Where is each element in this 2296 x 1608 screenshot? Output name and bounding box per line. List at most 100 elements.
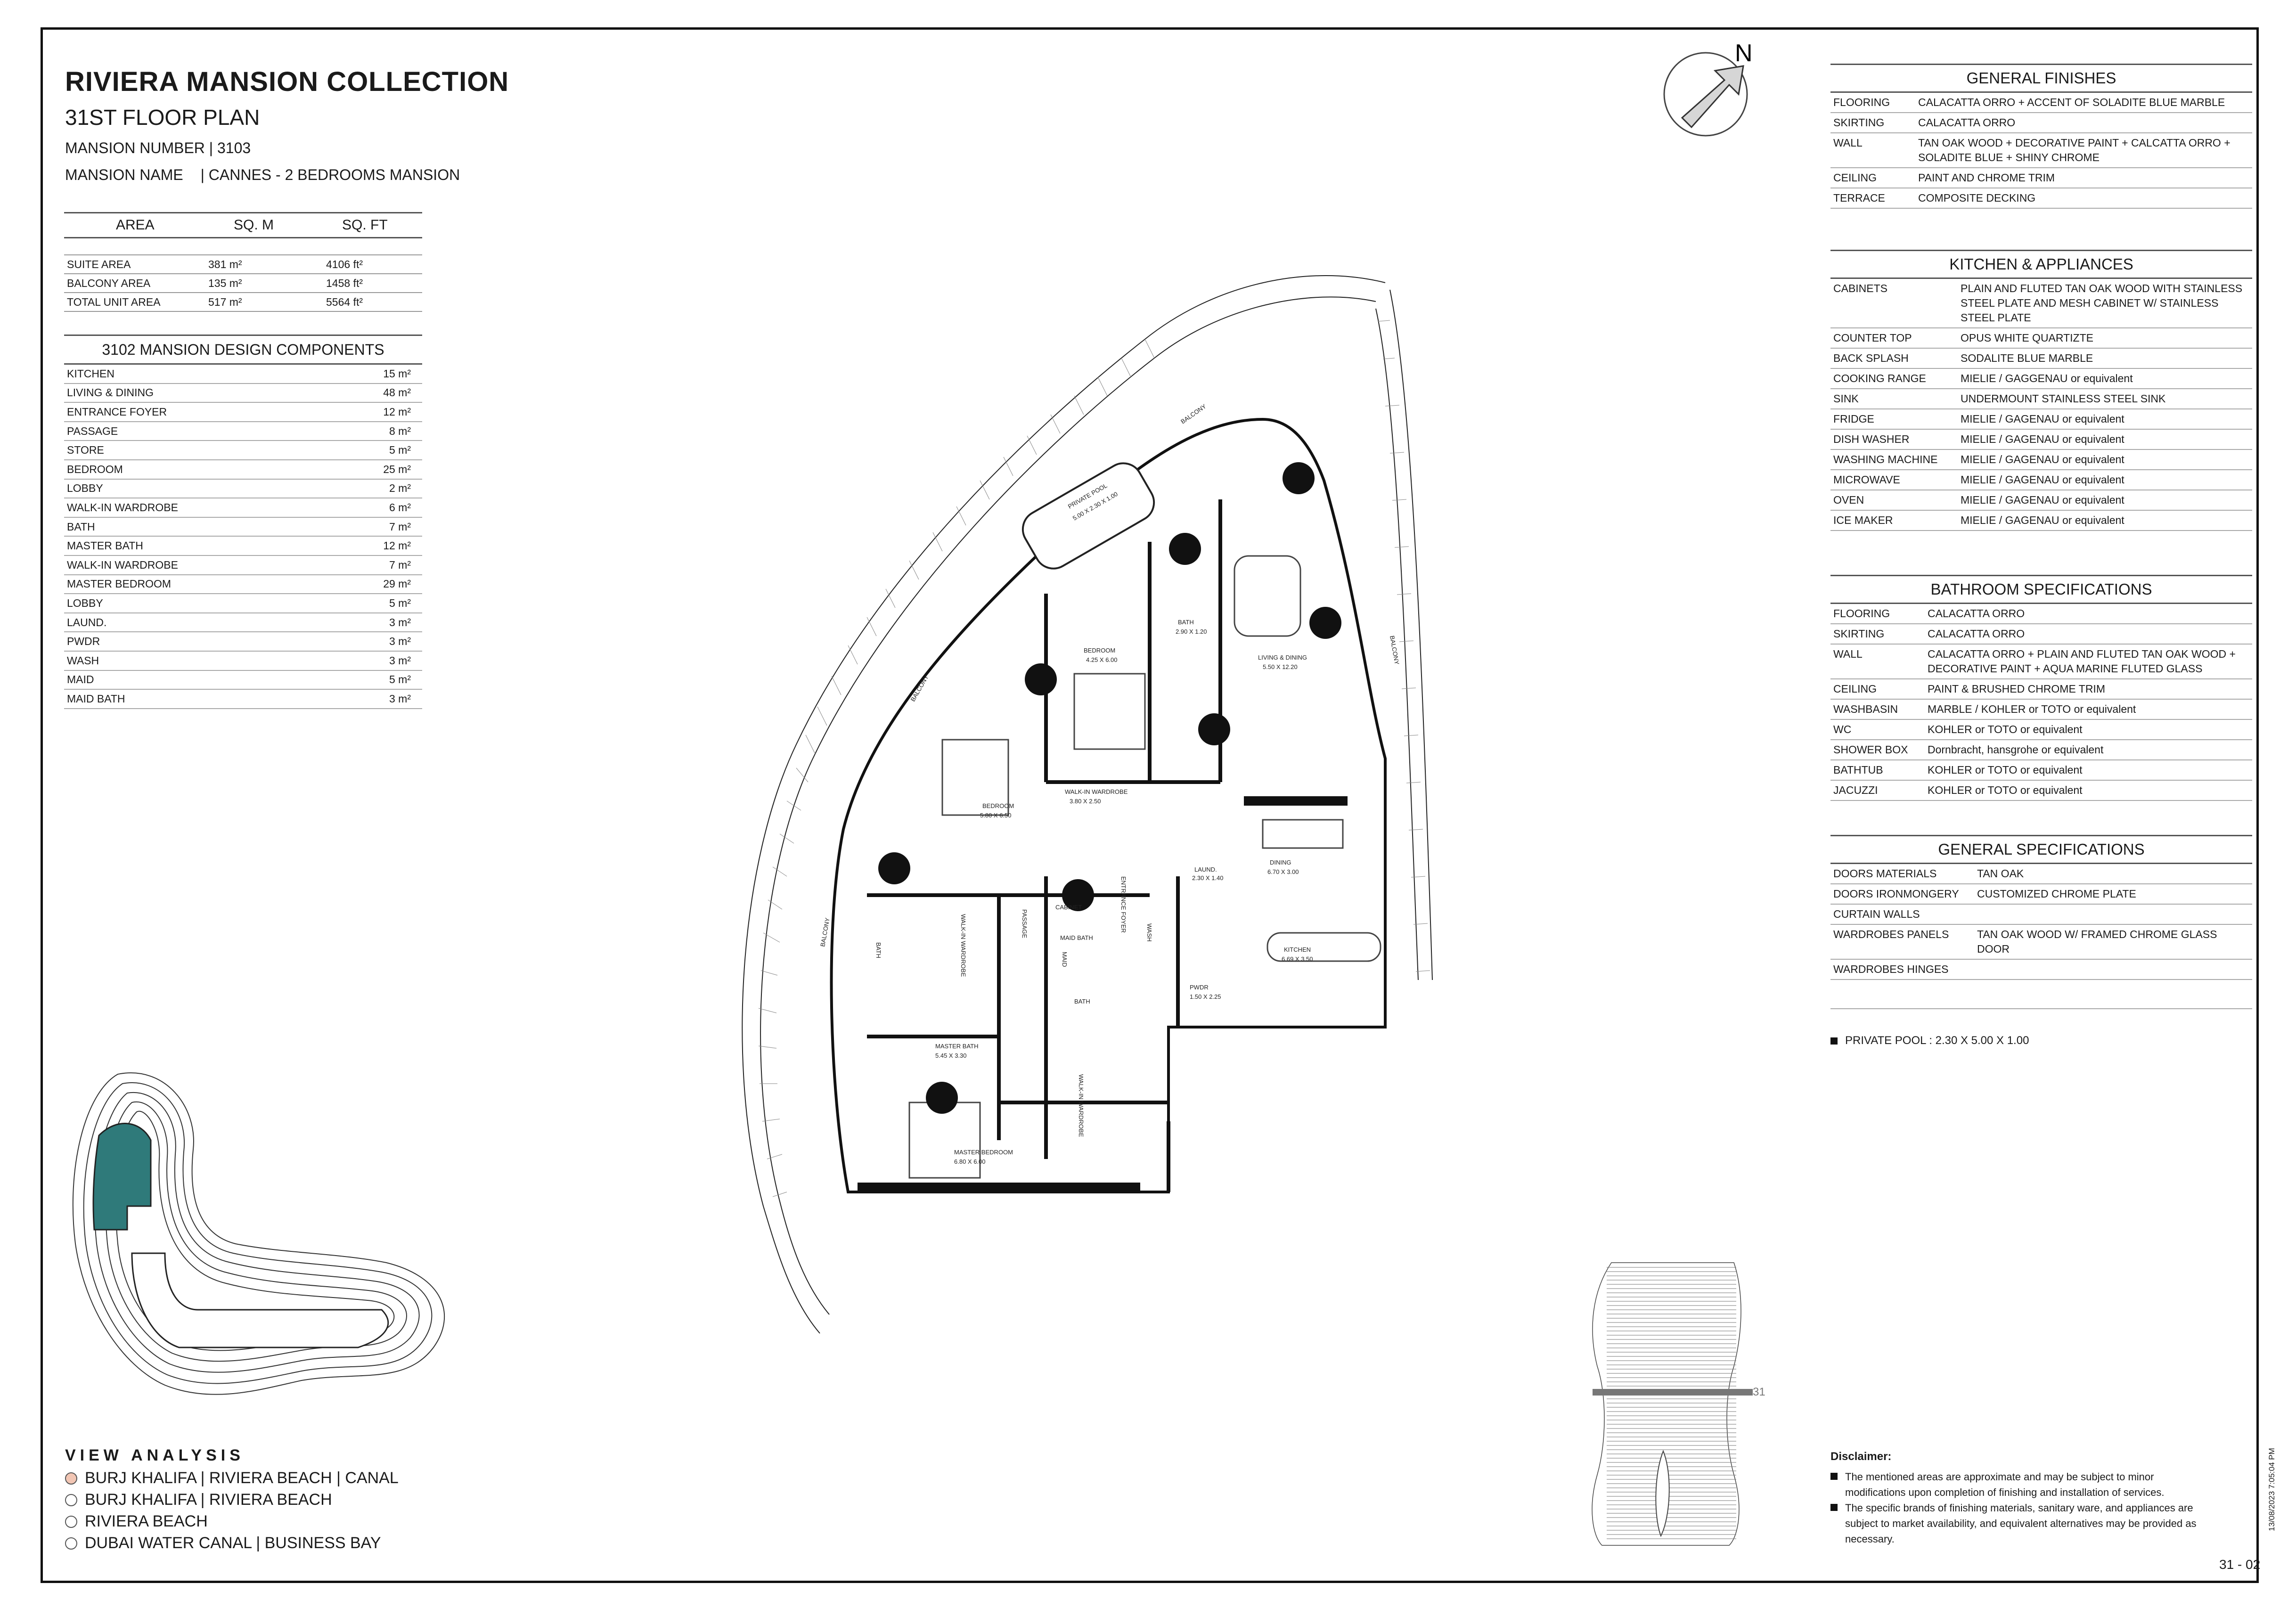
svg-text:4.25 X 6.00: 4.25 X 6.00 — [1086, 656, 1118, 663]
mansion-number: MANSION NUMBER | 3103 — [65, 139, 251, 156]
disclaimer-item: The mentioned areas are approximate and … — [1830, 1469, 2217, 1500]
kitchen-appliances-title: KITCHEN & APPLIANCES — [1830, 250, 2252, 279]
pool-note: PRIVATE POOL : 2.30 X 5.00 X 1.00 — [1830, 1034, 2029, 1047]
svg-text:BEDROOM: BEDROOM — [1084, 647, 1115, 654]
svg-text:5.80 X 6.50: 5.80 X 6.50 — [980, 812, 1012, 819]
svg-text:WASH: WASH — [1146, 923, 1153, 942]
view-option-3[interactable]: RIVIERA BEACH — [65, 1512, 208, 1531]
svg-text:WALK-IN WARDROBE: WALK-IN WARDROBE — [960, 914, 967, 977]
svg-text:CABINET: CABINET — [1055, 904, 1082, 911]
radio-icon[interactable] — [65, 1537, 77, 1550]
spec-row: WARDROBES HINGES — [1830, 960, 2252, 980]
disclaimer: Disclaimer: The mentioned areas are appr… — [1830, 1449, 2217, 1547]
general-specs-title: GENERAL SPECIFICATIONS — [1830, 835, 2252, 864]
disclaimer-item: The specific brands of finishing materia… — [1830, 1500, 2217, 1547]
key-plan-drawing — [72, 1072, 445, 1395]
sqft-header: SQ. FT — [342, 217, 388, 233]
tower-elevation-icon: 31 — [1592, 1262, 1765, 1546]
svg-text:DINING: DINING — [1270, 859, 1291, 866]
svg-text:3.80 X 2.50: 3.80 X 2.50 — [1070, 798, 1101, 805]
svg-text:ENTRANCE FOYER: ENTRANCE FOYER — [1120, 876, 1127, 933]
svg-text:6.80 X 6.00: 6.80 X 6.00 — [954, 1158, 986, 1165]
svg-text:WALK-IN WARDROBE: WALK-IN WARDROBE — [1078, 1074, 1085, 1137]
svg-text:5.50 X 12.20: 5.50 X 12.20 — [1263, 663, 1298, 670]
svg-text:WALK-IN WARDROBE: WALK-IN WARDROBE — [1065, 788, 1128, 795]
area-header: AREA — [116, 217, 155, 233]
radio-icon[interactable] — [65, 1515, 77, 1528]
view-option-2[interactable]: BURJ KHALIFA | RIVIERA BEACH — [65, 1491, 332, 1509]
selected-radio-icon[interactable] — [65, 1472, 77, 1485]
component-row: LAUND.3 m² — [64, 613, 422, 633]
svg-text:6.69 X 3.50: 6.69 X 3.50 — [1282, 955, 1313, 963]
radio-icon[interactable] — [65, 1494, 77, 1506]
view-option-1[interactable]: BURJ KHALIFA | RIVIERA BEACH | CANAL — [65, 1469, 399, 1487]
svg-text:2.30 X 1.40: 2.30 X 1.40 — [1192, 874, 1224, 882]
view-analysis-title: VIEW ANALYSIS — [65, 1446, 245, 1464]
north-compass-icon: N — [1663, 42, 1753, 137]
sqm-header: SQ. M — [234, 217, 274, 233]
svg-text:MASTER BATH: MASTER BATH — [935, 1043, 979, 1050]
svg-text:LAUND.: LAUND. — [1194, 866, 1217, 873]
svg-text:BATH: BATH — [1178, 619, 1194, 626]
mansion-name: MANSION NAME | CANNES - 2 BEDROOMS MANSI… — [65, 166, 460, 184]
svg-text:6.70 X 3.00: 6.70 X 3.00 — [1267, 868, 1299, 875]
mansion-name-value: | CANNES - 2 BEDROOMS MANSION — [200, 166, 460, 183]
mansion-name-label: MANSION NAME — [65, 166, 183, 183]
svg-text:5.45 X 3.30: 5.45 X 3.30 — [935, 1052, 967, 1059]
svg-text:BALCONY: BALCONY — [1179, 402, 1208, 425]
view-option-4[interactable]: DUBAI WATER CANAL | BUSINESS BAY — [65, 1534, 381, 1552]
floor-highlight — [1593, 1389, 1753, 1396]
svg-text:KITCHEN: KITCHEN — [1284, 946, 1311, 953]
page-number: 31 - 02 — [2219, 1557, 2261, 1572]
highlighted-unit — [92, 1123, 152, 1231]
svg-text:BALCONY: BALCONY — [909, 674, 930, 703]
floor-plan-drawing: BALCONY PRIVATE POOL 5.00 X 2.30 X 1.00 … — [742, 275, 1433, 1334]
svg-text:BATH: BATH — [875, 942, 882, 958]
floor-indicator: 31 — [1753, 1386, 1765, 1398]
north-label: N — [1735, 42, 1753, 67]
svg-text:MAID: MAID — [1061, 952, 1068, 967]
svg-text:PWDR: PWDR — [1190, 984, 1209, 991]
components-title: 3102 MANSION DESIGN COMPONENTS — [64, 335, 422, 365]
